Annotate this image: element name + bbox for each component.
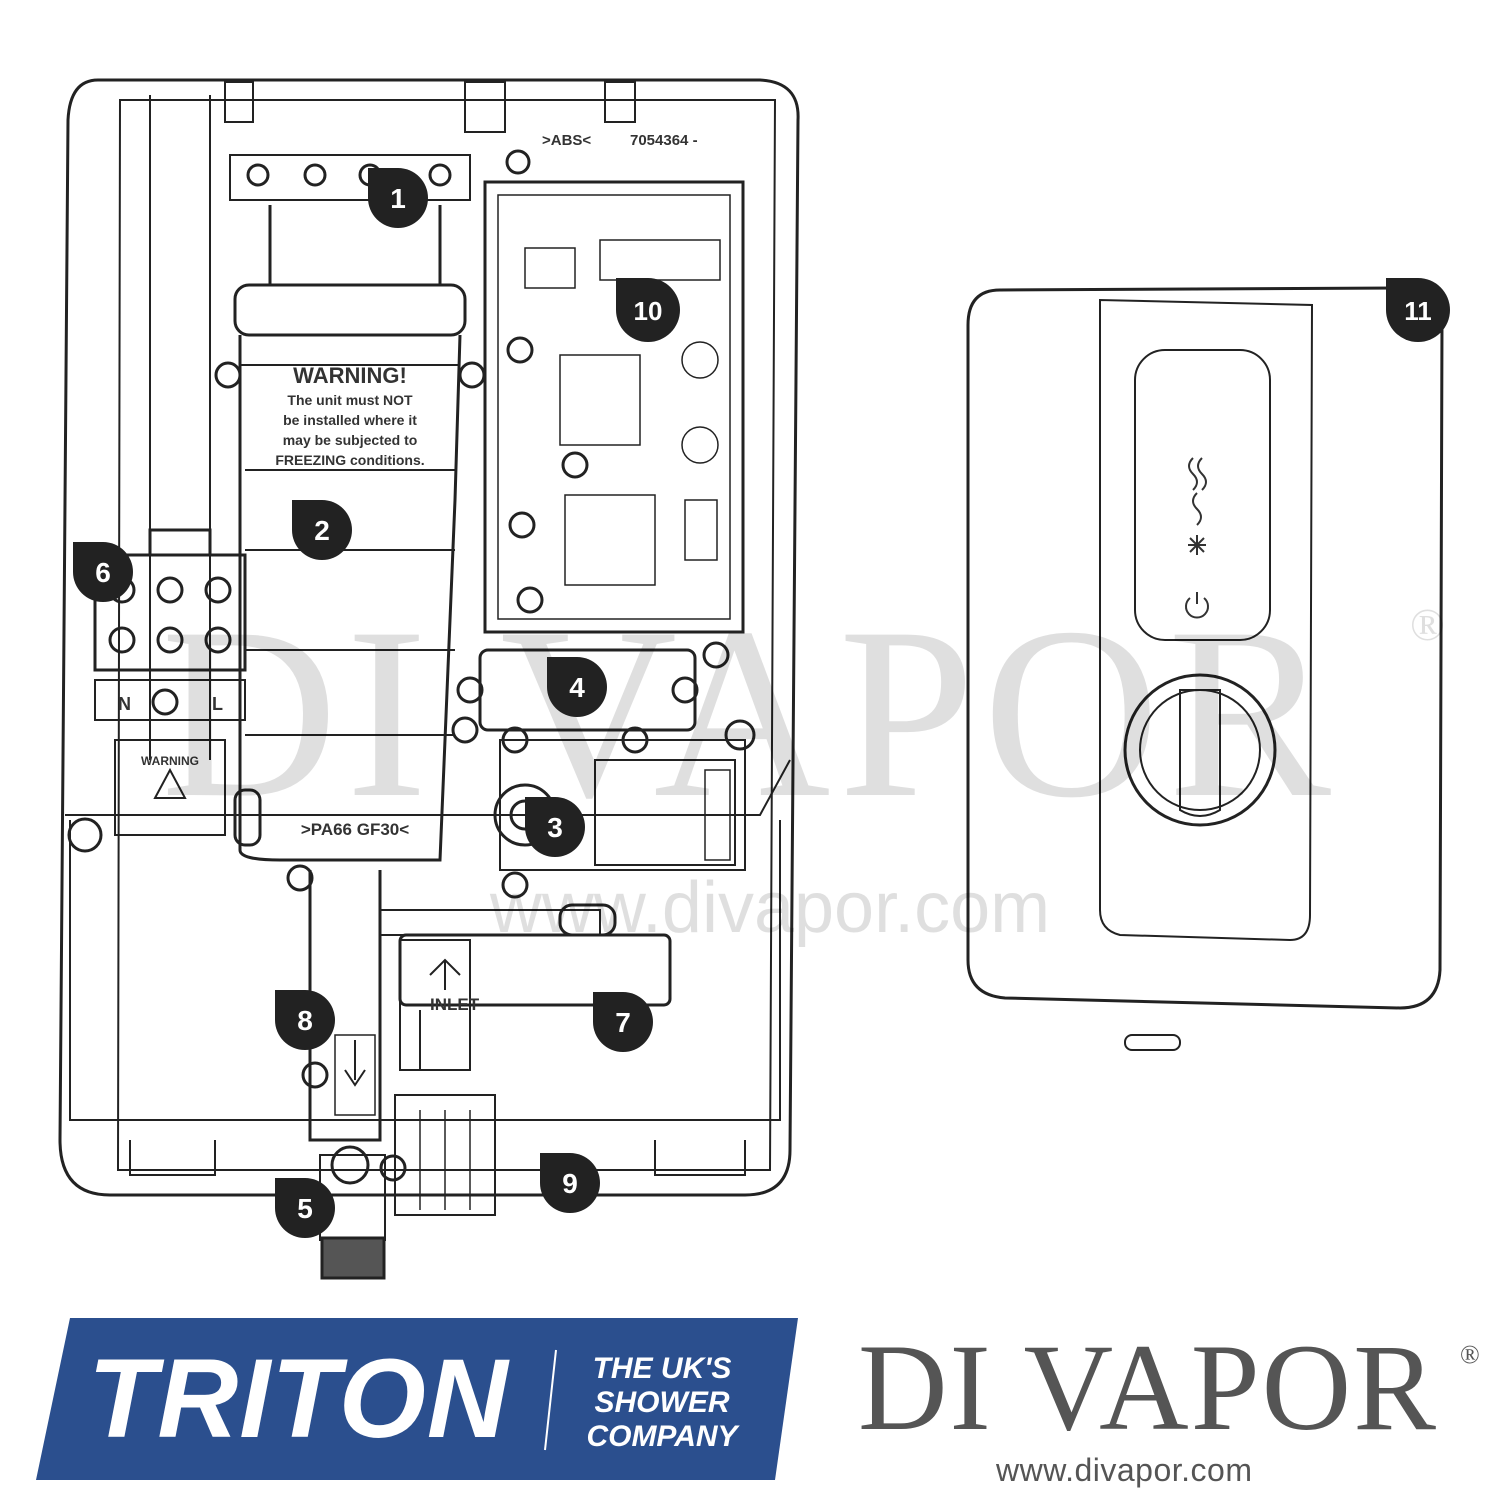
watermark-url: www.divapor.com — [489, 868, 1050, 948]
callout-8: 8 — [275, 990, 335, 1050]
callout-3: 3 — [525, 797, 585, 857]
divapor-logo-text: DI VAPOR — [858, 1319, 1438, 1456]
hot-high-icon — [1188, 457, 1207, 491]
watermark: DI VAPOR ® www.divapor.com — [161, 577, 1445, 948]
warning-title: WARNING! — [293, 363, 407, 388]
callout-2: 2 — [292, 500, 352, 560]
pa66-label: >PA66 GF30< — [301, 820, 409, 839]
callout-5: 5 — [275, 1178, 335, 1238]
terminal-warning-label: WARNING — [141, 754, 199, 768]
callout-11-number: 11 — [1404, 296, 1432, 326]
triton-badge-shape — [36, 1318, 798, 1480]
callout-9: 9 — [540, 1153, 600, 1213]
triton-logo-text: TRITON — [88, 1336, 509, 1461]
warning-line-3: may be subjected to — [283, 432, 418, 448]
cold-icon — [1188, 535, 1206, 555]
unit-printed-labels: >ABS< 7054364 - WARNING! The unit must N… — [118, 132, 698, 1014]
warning-line-4: FREEZING conditions. — [275, 452, 424, 468]
triton-tagline: THE UK'S SHOWER COMPANY — [582, 1352, 742, 1454]
power-icon — [1185, 592, 1209, 619]
callout-4: 4 — [547, 657, 607, 717]
callout-5-number: 5 — [297, 1193, 313, 1224]
divapor-registered-mark: ® — [1460, 1340, 1480, 1369]
callout-10: 10 — [616, 278, 680, 342]
divapor-website-url: www.divapor.com — [996, 1452, 1253, 1488]
triton-tagline-line-2: SHOWER — [594, 1386, 730, 1419]
callout-11: 11 — [1386, 278, 1450, 342]
front-cover — [966, 286, 1444, 1051]
triton-tagline-line-3: COMPANY — [586, 1420, 738, 1453]
watermark-reg: ® — [1410, 599, 1445, 650]
callout-7-number: 7 — [615, 1007, 631, 1038]
callout-1-number: 1 — [390, 183, 406, 214]
callout-2-number: 2 — [314, 515, 330, 546]
warning-line-1: The unit must NOT — [287, 392, 413, 408]
callout-9-number: 9 — [562, 1168, 578, 1199]
neutral-label: N — [118, 694, 131, 714]
warning-line-2: be installed where it — [283, 412, 417, 428]
callout-3-number: 3 — [547, 812, 563, 843]
callout-4-number: 4 — [569, 672, 585, 703]
front-cover-symbols — [1185, 457, 1209, 619]
watermark-name: DI VAPOR — [161, 577, 1339, 848]
abs-label: >ABS< — [542, 132, 591, 149]
callout-10-number: 10 — [634, 296, 663, 326]
triton-badge-divider — [544, 1349, 557, 1451]
callout-6-number: 6 — [95, 557, 111, 588]
callout-1: 1 — [368, 168, 428, 228]
inlet-label: INLET — [430, 995, 480, 1014]
callout-6: 6 — [73, 542, 133, 602]
live-label: L — [212, 694, 223, 714]
callout-7: 7 — [593, 992, 653, 1052]
hot-low-icon — [1192, 492, 1202, 526]
triton-tagline-line-1: THE UK'S — [592, 1352, 732, 1385]
callout-8-number: 8 — [297, 1005, 313, 1036]
part-code-label: 7054364 - — [630, 132, 698, 149]
shower-unit-internal — [58, 78, 800, 1280]
